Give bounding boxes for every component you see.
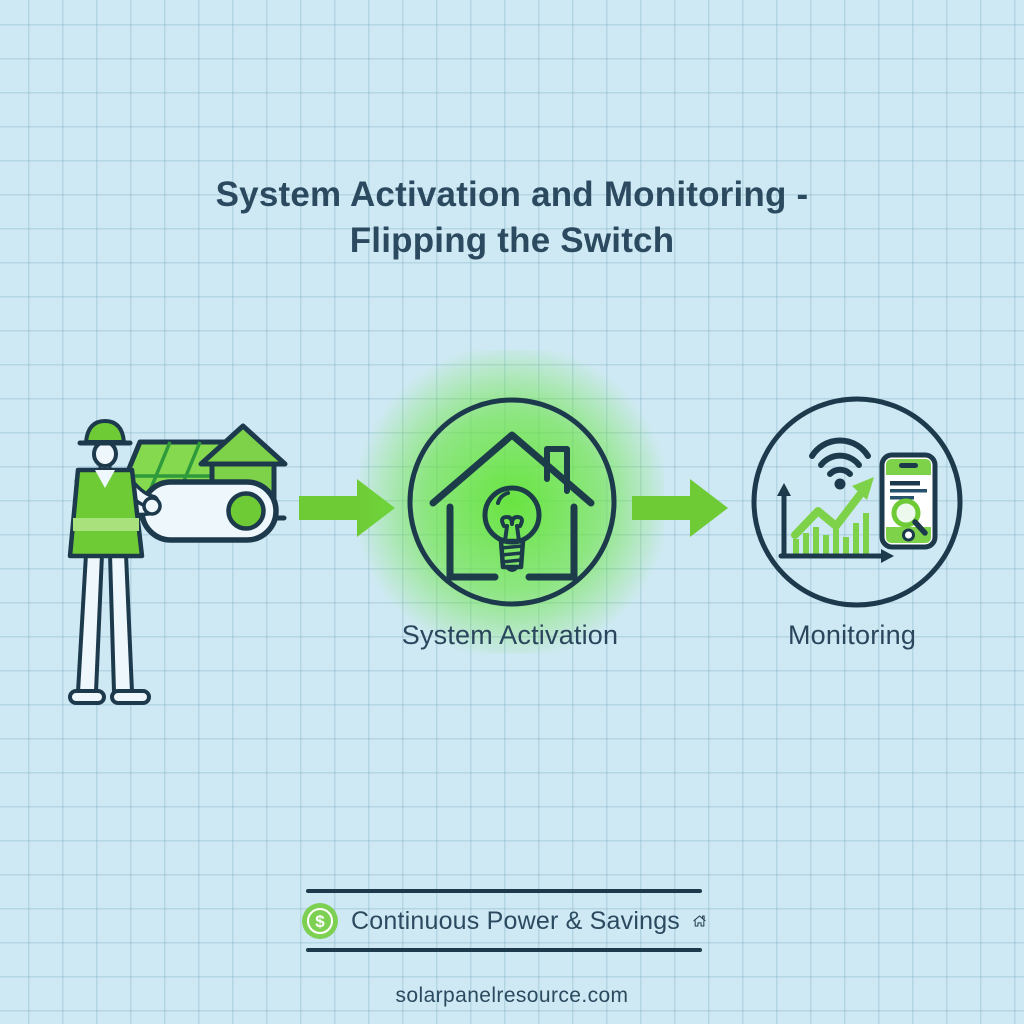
- wifi-icon: [809, 437, 871, 490]
- monitoring-illustration: [751, 396, 963, 608]
- banner: $ Continuous Power & Savings: [302, 896, 706, 946]
- house-lightbulb-icon: [429, 431, 595, 581]
- toggle-switch-on-icon: [139, 479, 279, 543]
- footer-website: solarpanelresource.com: [395, 984, 629, 1007]
- magnifier-icon: [891, 498, 921, 528]
- banner-label: Continuous Power & Savings: [351, 906, 680, 935]
- toggle-knob: [226, 491, 266, 531]
- banner-top-rule: [306, 889, 702, 893]
- dollar-symbol: $: [307, 908, 333, 934]
- smartphone-magnifier-icon: [879, 452, 938, 550]
- page-title: System Activation and Monitoring - Flipp…: [0, 172, 1024, 264]
- page-title-line-2: Flipping the Switch: [349, 221, 675, 260]
- dollar-coin-icon: $: [302, 903, 338, 939]
- bar-chart-trend-icon: [777, 477, 894, 563]
- stage-label-monitoring: Monitoring: [787, 620, 917, 650]
- stage-circle: [751, 396, 963, 608]
- installer-flipping-switch-illustration: [67, 419, 288, 705]
- stage-label-system-activation: System Activation: [401, 620, 619, 650]
- banner-bottom-rule: [306, 948, 702, 952]
- worker-hard-hat-icon: [67, 419, 162, 705]
- system-activation-illustration: [407, 397, 617, 607]
- flow-arrow-icon: [632, 479, 728, 537]
- stage-circle: [407, 397, 617, 607]
- house-outline-icon: [693, 915, 706, 927]
- page-title-line-1: System Activation and Monitoring -: [215, 175, 809, 214]
